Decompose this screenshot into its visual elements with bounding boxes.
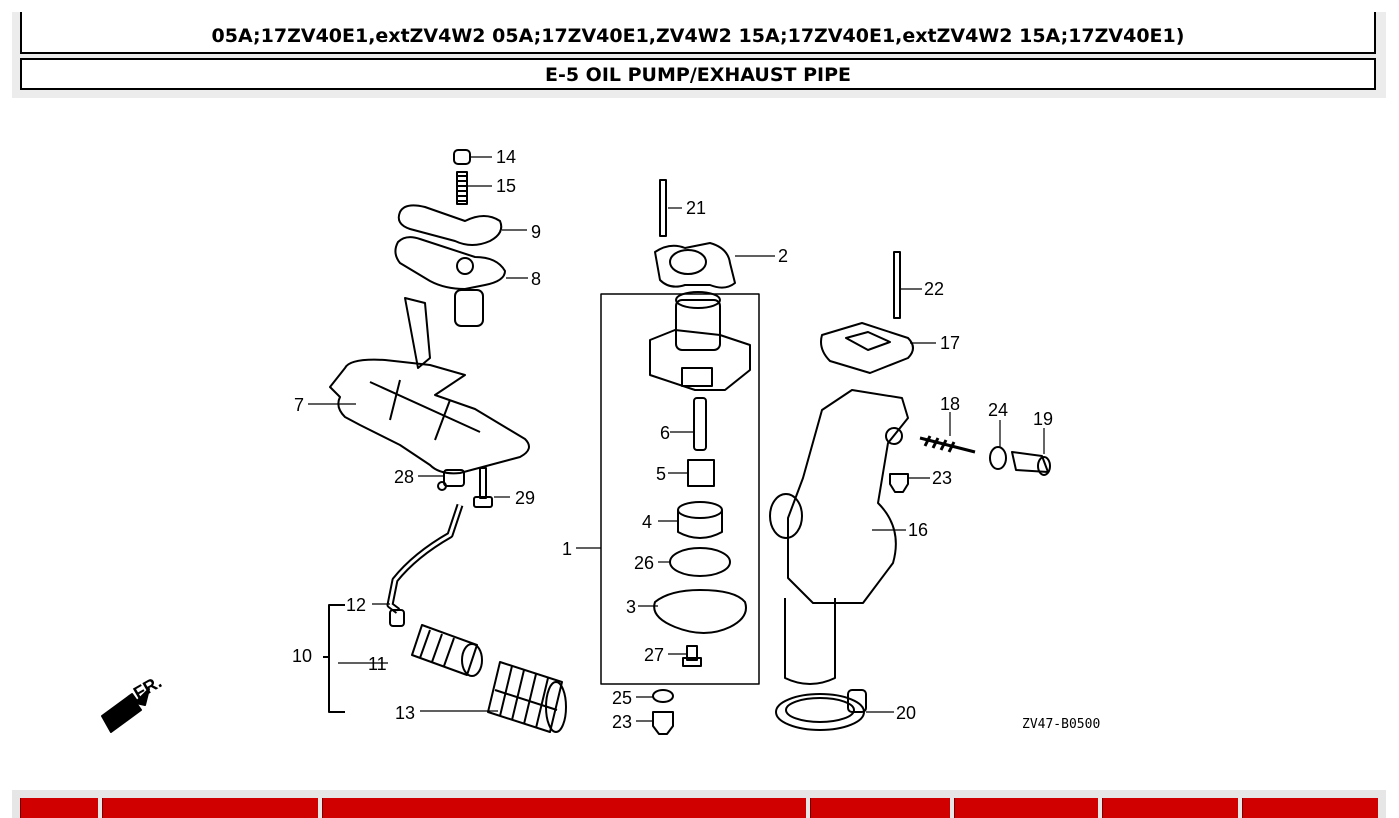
callout-5: 5 xyxy=(656,464,666,484)
part-17-gasket xyxy=(820,322,914,374)
callout-15: 15 xyxy=(496,176,516,196)
part-21-stud xyxy=(659,179,667,237)
part-5-rotor xyxy=(687,459,715,487)
callout-12: 12 xyxy=(346,595,366,615)
part-25-washer xyxy=(652,689,674,703)
part-13-screen xyxy=(487,661,567,733)
table-header-cell xyxy=(20,798,98,818)
callout-25: 25 xyxy=(612,688,632,708)
part-10-bracket xyxy=(323,604,345,713)
part-7-plate xyxy=(329,297,530,475)
front-arrow-icon xyxy=(101,688,150,733)
table-header-cell xyxy=(1102,798,1238,818)
part-1-group-frame xyxy=(600,293,760,685)
callout-9: 9 xyxy=(531,222,541,242)
part-23-plug-lower xyxy=(652,711,674,735)
callout-26: 26 xyxy=(634,553,654,573)
callout-21: 21 xyxy=(686,198,706,218)
part-24-ring xyxy=(989,446,1007,470)
callout-3: 3 xyxy=(626,597,636,617)
part-20-seal xyxy=(775,689,867,731)
callout-10: 10 xyxy=(292,646,312,666)
part-15-spring xyxy=(456,171,468,205)
callout-20: 20 xyxy=(896,703,916,723)
part-23-plug-upper xyxy=(889,473,909,493)
part-22-stud xyxy=(893,251,901,319)
callout-28: 28 xyxy=(394,467,414,487)
drawing-code: ZV47-B0500 xyxy=(1022,717,1100,732)
callout-2: 2 xyxy=(778,246,788,266)
part-9-gasket xyxy=(397,204,503,246)
table-header-cell xyxy=(102,798,318,818)
callout-4: 4 xyxy=(642,512,652,532)
callout-23-upper: 23 xyxy=(932,468,952,488)
table-header-cell xyxy=(1242,798,1378,818)
callout-23-lower: 23 xyxy=(612,712,632,732)
callout-27: 27 xyxy=(644,645,664,665)
diagram-header: 05A;17ZV40E1,extZV4W2 05A;17ZV40E1,ZV4W2… xyxy=(12,12,1386,98)
part-4-ring xyxy=(677,501,723,539)
part-11-filter xyxy=(411,624,483,677)
table-header-cell xyxy=(810,798,950,818)
callout-19: 19 xyxy=(1033,409,1053,429)
part-27-screw xyxy=(682,645,702,667)
part-6-shaft xyxy=(693,397,707,451)
parts-diagram: 14 15 9 8 7 28 29 12 10 11 13 21 2 1 6 5… xyxy=(101,147,1100,735)
part-8-cover xyxy=(394,236,506,327)
parts-table-header xyxy=(12,790,1386,818)
callout-7: 7 xyxy=(294,395,304,415)
callout-29: 29 xyxy=(515,488,535,508)
table-header-cell xyxy=(954,798,1098,818)
callout-13: 13 xyxy=(395,703,415,723)
part-12-pipe xyxy=(386,503,464,614)
pump-housing xyxy=(649,291,751,391)
callout-1: 1 xyxy=(562,539,572,559)
part-19-cap xyxy=(1011,451,1051,476)
callout-24: 24 xyxy=(988,400,1008,420)
models-line: 05A;17ZV40E1,extZV4W2 05A;17ZV40E1,ZV4W2… xyxy=(20,12,1376,54)
callout-8: 8 xyxy=(531,269,541,289)
part-26-oring xyxy=(669,547,731,577)
part-29-bolt xyxy=(473,467,493,508)
callout-17: 17 xyxy=(940,333,960,353)
part-18-screw xyxy=(919,435,976,454)
part-3-cover xyxy=(653,589,747,634)
callout-22: 22 xyxy=(924,279,944,299)
callout-6: 6 xyxy=(660,423,670,443)
part-28-clamp xyxy=(437,469,465,491)
callout-14: 14 xyxy=(496,147,516,167)
part-16-exhaust-pipe xyxy=(769,389,909,685)
table-header-cell xyxy=(322,798,806,818)
callout-16: 16 xyxy=(908,520,928,540)
part-2-gasket xyxy=(654,242,736,289)
callout-18: 18 xyxy=(940,394,960,414)
section-title: E-5 OIL PUMP/EXHAUST PIPE xyxy=(20,58,1376,90)
callout-11: 11 xyxy=(368,654,387,674)
part-14-cap xyxy=(453,149,471,165)
